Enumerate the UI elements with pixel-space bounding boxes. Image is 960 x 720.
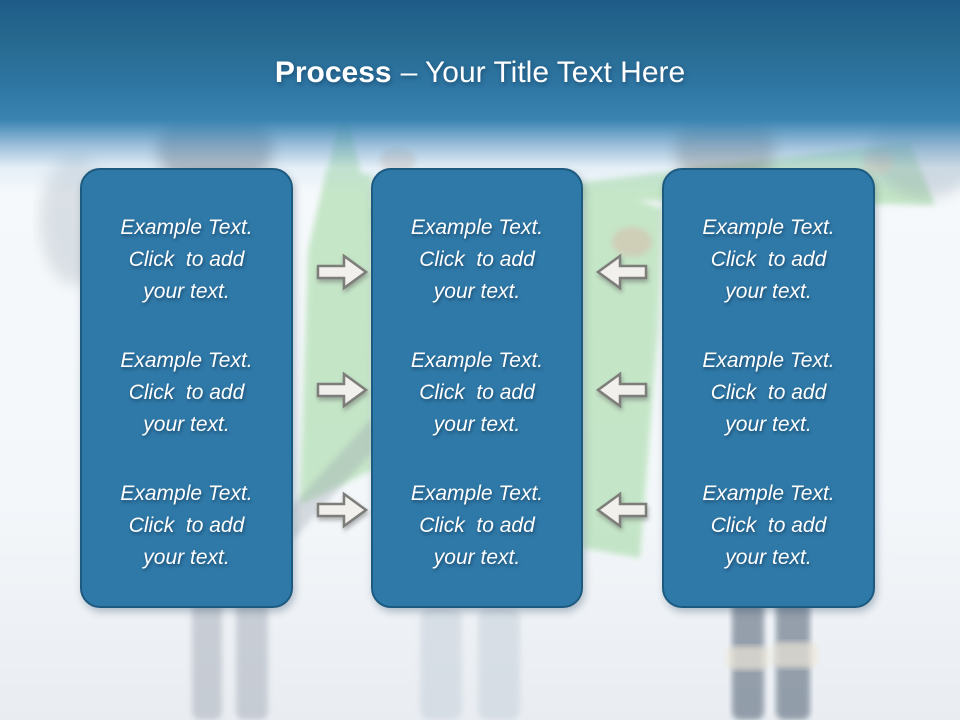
- text-placeholder[interactable]: Example Text. Click to add your text.: [702, 349, 835, 436]
- text-placeholder[interactable]: Example Text. Click to add your text.: [702, 216, 835, 303]
- header-band: [0, 0, 960, 200]
- left-figure-leg: [293, 418, 372, 540]
- process-panel-3: Example Text. Click to add your text. Ex…: [662, 168, 875, 608]
- text-placeholder[interactable]: Example Text. Click to add your text.: [410, 216, 544, 303]
- arrow-left-icon: [596, 491, 648, 529]
- title-emphasis: Process: [274, 56, 392, 89]
- title-rest: – Your Title Text Here: [400, 56, 686, 89]
- text-placeholder[interactable]: Example Text. Click to add your text.: [120, 216, 253, 303]
- text-placeholder[interactable]: Example Text. Click to add your text.: [702, 482, 835, 569]
- center-person-legs: [420, 608, 520, 720]
- arrow-right-icon: [316, 253, 368, 291]
- text-placeholder[interactable]: Example Text. Click to add your text.: [410, 482, 544, 569]
- arrow-right-icon: [316, 491, 368, 529]
- text-placeholder[interactable]: Example Text. Click to add your text.: [120, 349, 253, 436]
- left-person-legs: [192, 598, 268, 720]
- arrow-left-icon: [596, 371, 648, 409]
- process-panel-2: Example Text. Click to add your text. Ex…: [371, 168, 583, 608]
- text-placeholder[interactable]: Example Text. Click to add your text.: [410, 349, 544, 436]
- hand-icon: [612, 227, 652, 257]
- right-person-legs: [726, 596, 818, 720]
- arrow-left-icon: [596, 253, 648, 291]
- page-title: Process– Your Title Text Here: [0, 54, 960, 92]
- arrow-right-icon: [316, 371, 368, 409]
- process-panel-1: Example Text. Click to add your text. Ex…: [80, 168, 293, 608]
- text-placeholder[interactable]: Example Text. Click to add your text.: [120, 482, 253, 569]
